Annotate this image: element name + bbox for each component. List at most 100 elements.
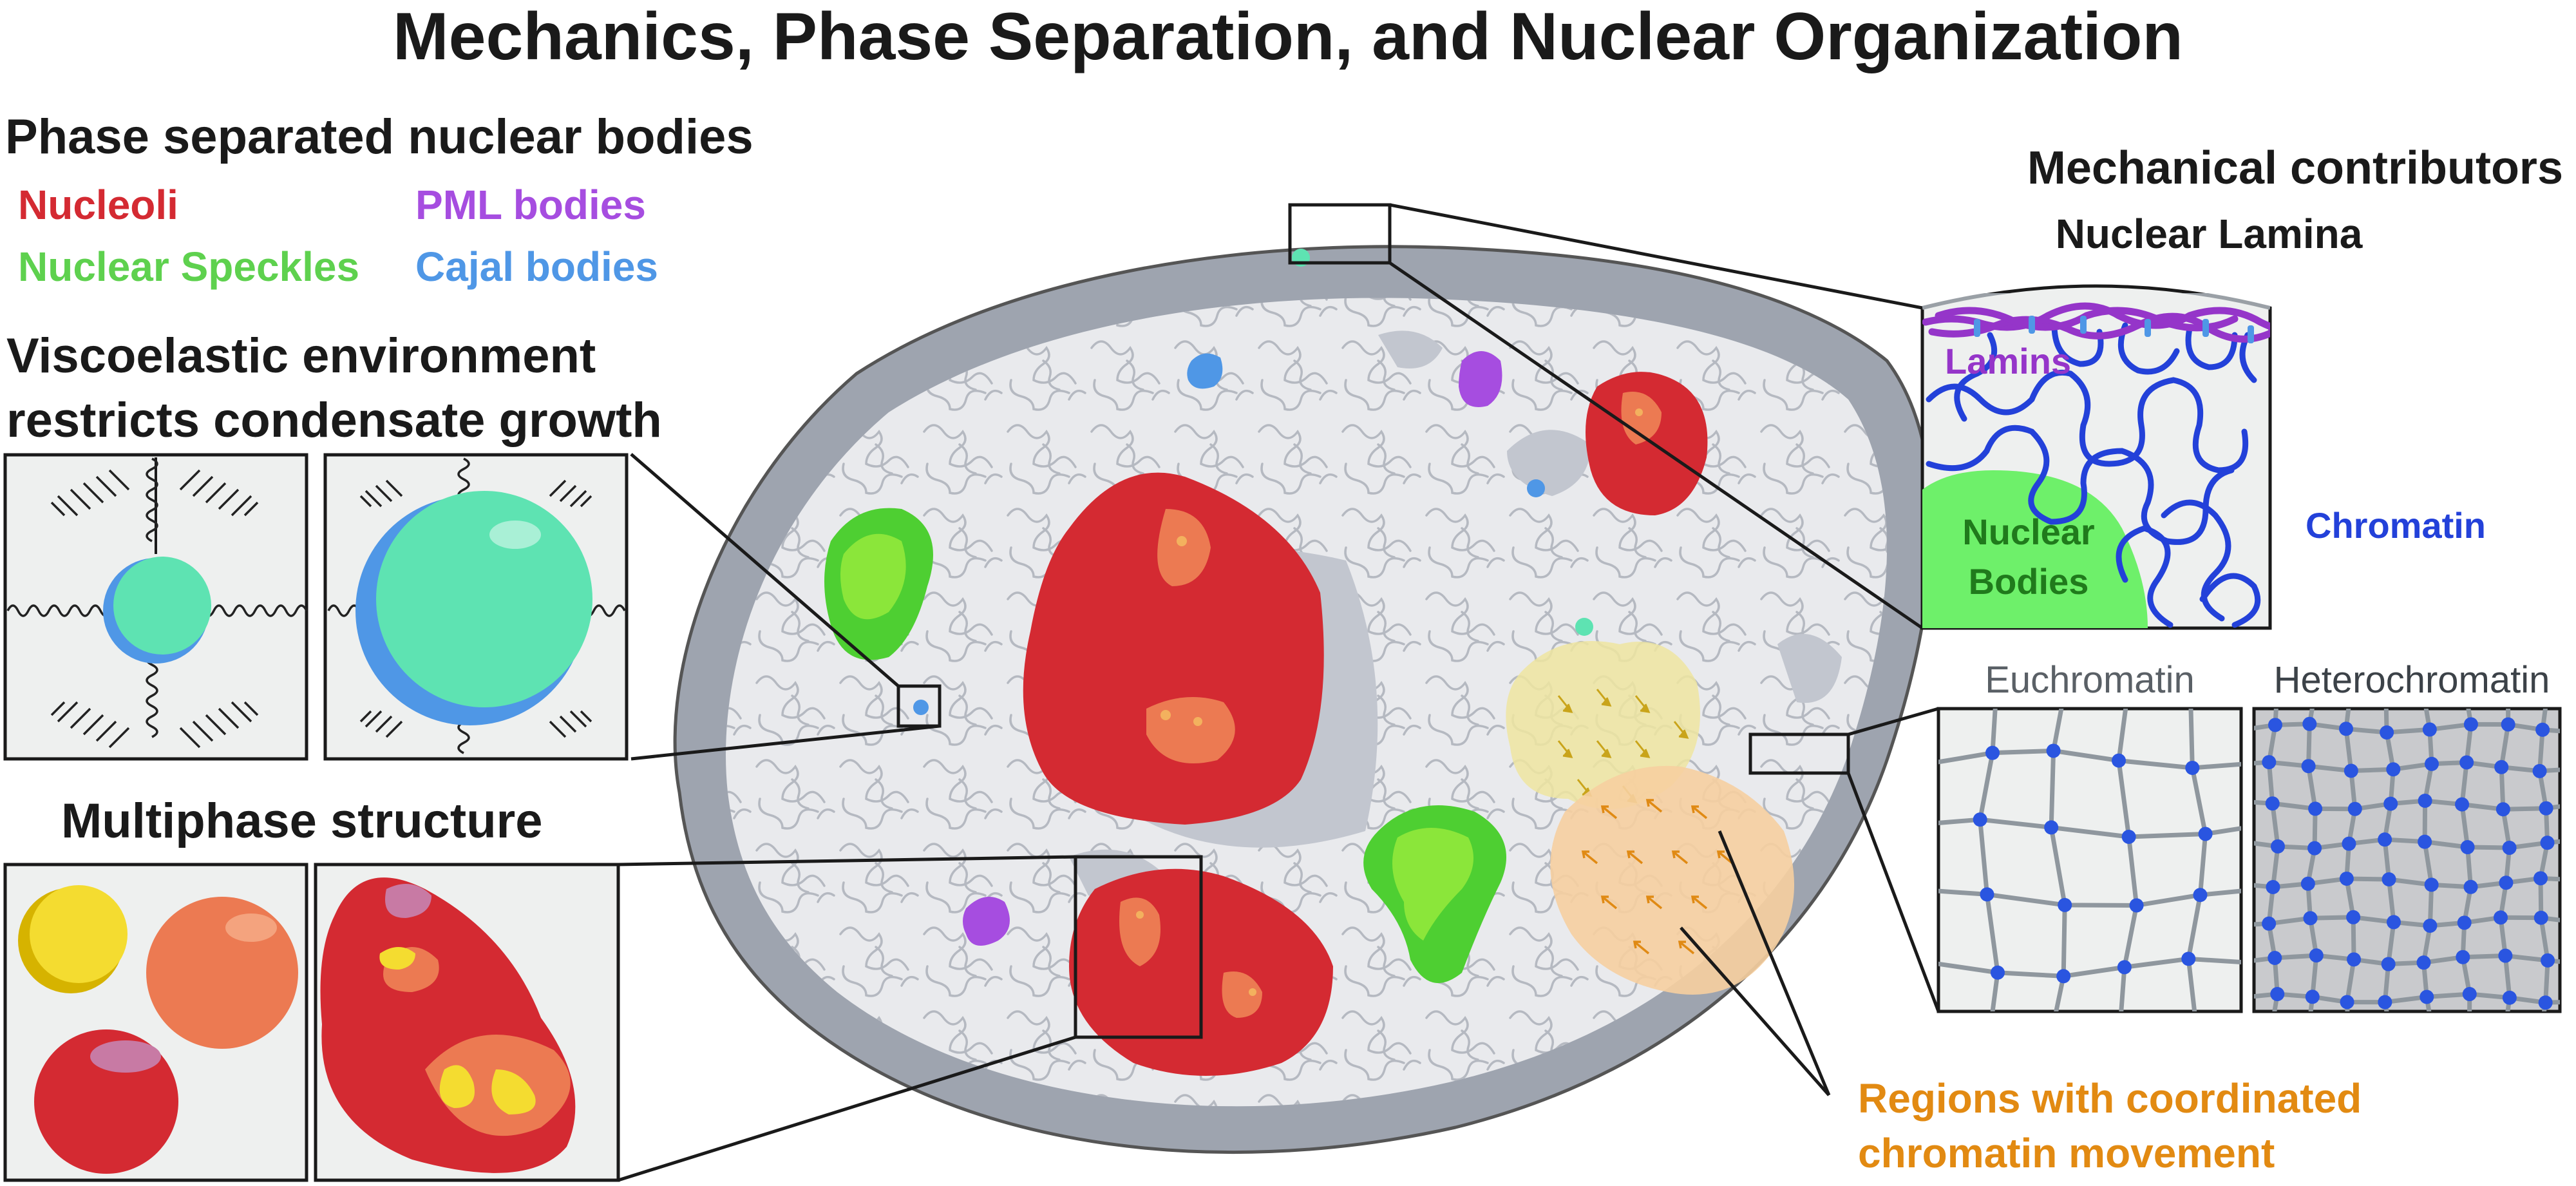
multiphase-heading: Multiphase structure [61,794,542,848]
pml-body-lower [963,897,1010,946]
chromatin-node [2386,762,2401,777]
chromatin-node [2121,829,2136,844]
chromatin-fiber [2254,875,2560,890]
chromatin-fiber [1938,748,2241,770]
chromatin-node [1973,812,1987,827]
coordinated-label-line-1: Regions with coordinated [1858,1075,2362,1122]
chromatin-fiber [2254,760,2560,774]
chromatin-node [2346,910,2361,924]
chromatin-node [2262,755,2277,770]
viscoelastic-line-2: restricts condensate growth [6,393,662,448]
chromatin-fiber [1938,817,2241,839]
chromatin-fiber [2266,709,2280,1011]
chromatin-node [2342,836,2356,851]
lamina-subheading: Nuclear Lamina [2056,211,2363,257]
chromatin-node [2416,955,2431,970]
chromatin-node [1985,745,2000,760]
chromatin-node [2459,755,2474,770]
chromatin-node [2305,990,2320,1004]
chromatin-node [2181,952,2196,966]
chromatin-fiber [2498,709,2512,1011]
chromatin-node [2533,910,2548,925]
nuclear-speckle-left [824,508,933,660]
chromatin-node [2339,722,2354,736]
nucleolus-upper-right [1586,372,1708,515]
chromatin-node [2044,820,2059,835]
coordinated-region-orange [1550,765,1794,995]
chromatin-node [2347,801,2362,816]
chromatin-node [2462,987,2477,1002]
chromatin-node [2056,969,2071,984]
chromatin-node [2262,916,2277,931]
chromatin-node [2270,987,2285,1002]
viscoelastic-panel-large [323,453,629,761]
chromatin-node [2340,995,2354,1009]
chromatin-fiber [2116,709,2139,1011]
nuclear-bodies-label-1: Nuclear [1962,512,2094,552]
chromatin-node [2533,871,2548,886]
chromatin-node [2540,836,2555,850]
legend-pml-bodies: PML bodies [415,182,646,228]
chromatin-node [2112,753,2126,768]
nuclear-speckle-lower [1363,805,1506,983]
heterochromatin-panel [2252,707,2562,1013]
heterochromatin-label: Heterochromatin [2274,659,2550,701]
nucleolus-large [1023,472,1324,825]
chromatin-node [2058,897,2072,912]
chromatin-fiber [2537,709,2550,1011]
chromatin-node [2382,872,2396,887]
chromatin-fiber [2254,953,2560,967]
chromatin-node [2185,760,2200,775]
viscoelastic-panel-small [3,453,308,761]
cajal-body-mid [1527,479,1545,497]
chromatin-node [2347,952,2362,967]
chromatin-node [2268,950,2282,965]
chromatin-fiber [2344,709,2358,1011]
chromatin-label: Chromatin [2306,505,2486,546]
chromatin-node [2539,801,2553,816]
nuclear-lamina-panel: Lamins Chromatin Nuclear Bodies [1920,284,2486,630]
euchromatin-panel [1911,698,2274,1046]
chromatin-node [2502,841,2517,856]
nucleus [673,245,1933,1154]
chromatin-node [1990,965,2005,980]
chromatin-fiber [1926,1029,2274,1046]
chromatin-node [2302,716,2317,731]
pml-body-upper [1459,351,1502,407]
chromatin-fiber [1978,709,2000,1011]
chromatin-node [2424,877,2439,892]
chromatin-node [2046,743,2061,758]
chromatin-fiber [1938,956,2241,979]
chromatin-node [2541,953,2555,968]
chromatin-node [1980,887,1994,902]
coordinated-label-line-2: chromatin movement [1858,1130,2275,1176]
chromatin-node [2460,840,2475,855]
cajal-body-left [913,700,929,715]
chromatin-fiber [2421,709,2434,1011]
chromatin-fiber [2254,915,2560,928]
chromatin-node [2383,796,2398,811]
chromatin-fiber [1938,888,2241,908]
nuclear-bodies-label-2: Bodies [1969,561,2089,602]
chromatin-fiber [2254,722,2560,735]
chromatin-node [2266,879,2280,894]
chromatin-node [2535,722,2550,737]
chromatin-node [2418,794,2432,808]
chromatin-node [2455,797,2470,812]
chromatin-node [2309,948,2324,963]
chromatin-node [2422,722,2437,737]
chromatin-fiber [2382,709,2396,1011]
chromatin-node [2307,841,2322,856]
chromatin-node [2380,725,2394,740]
chromatin-fiber [1911,698,1928,1040]
chromatin-node [2532,763,2547,778]
chromatin-node [2339,871,2354,886]
chromatin-node [2502,990,2517,1005]
multiphase-panel-nucleolus [314,863,620,1182]
chromatin-node [2265,796,2280,811]
chromatin-fiber [2254,798,2560,812]
figure-title: Mechanics, Phase Separation, and Nuclear… [393,0,2183,74]
chromatin-node [2308,801,2323,816]
nuclear-bodies-legend: Phase separated nuclear bodies Nucleoli … [5,110,753,290]
chromatin-fiber [2254,837,2560,851]
